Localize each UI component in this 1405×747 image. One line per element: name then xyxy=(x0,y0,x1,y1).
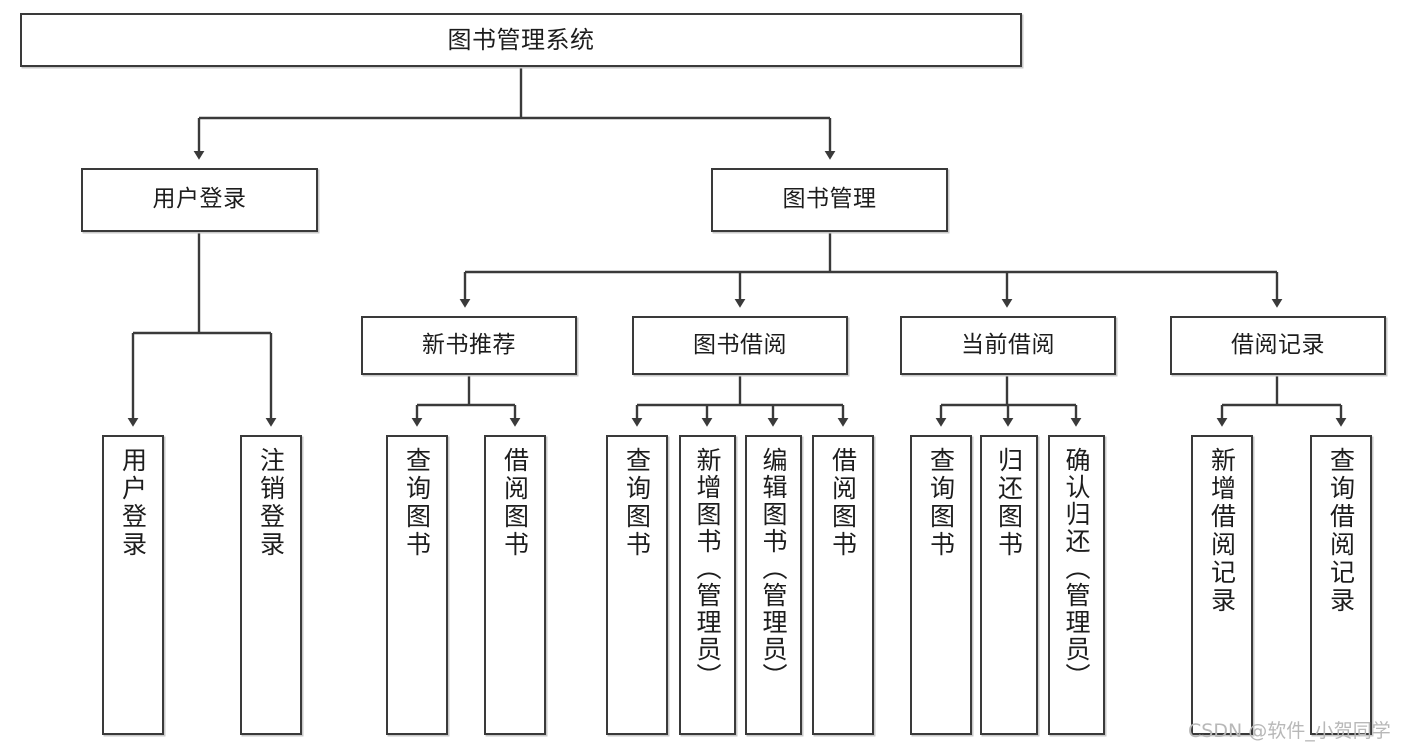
csdn-watermark: CSDN @软件_小贺同学 xyxy=(1188,720,1391,742)
node-new-book-recommend[interactable]: 新书推荐 xyxy=(361,316,577,375)
node-borrow-record-label: 借阅记录 xyxy=(1231,331,1325,358)
leaf-borrow-record-query[interactable]: 查询借阅记录 xyxy=(1310,435,1372,735)
node-borrow-record[interactable]: 借阅记录 xyxy=(1170,316,1386,375)
leaf-borrow-record-add-label: 新增借阅记录 xyxy=(1207,447,1237,615)
leaf-book-borrow-add-label: 新增图书（管理员） xyxy=(693,447,722,690)
leaf-user-login-signout[interactable]: 注销登录 xyxy=(240,435,302,735)
leaf-book-borrow-query-label: 查询图书 xyxy=(622,447,652,559)
node-book-borrow[interactable]: 图书借阅 xyxy=(632,316,848,375)
node-book-borrow-label: 图书借阅 xyxy=(693,331,787,358)
leaf-book-borrow-query[interactable]: 查询图书 xyxy=(606,435,668,735)
leaf-current-borrow-query-label: 查询图书 xyxy=(926,447,956,559)
leaf-user-login-signin[interactable]: 用户登录 xyxy=(102,435,164,735)
node-book-management[interactable]: 图书管理 xyxy=(711,168,948,232)
leaf-book-borrow-borrow[interactable]: 借阅图书 xyxy=(812,435,874,735)
leaf-current-borrow-query[interactable]: 查询图书 xyxy=(910,435,972,735)
leaf-new-book-query[interactable]: 查询图书 xyxy=(386,435,448,735)
node-new-book-recommend-label: 新书推荐 xyxy=(422,331,516,358)
node-user-login-label: 用户登录 xyxy=(152,186,247,213)
leaf-new-book-borrow-label: 借阅图书 xyxy=(500,447,530,559)
leaf-borrow-record-add[interactable]: 新增借阅记录 xyxy=(1191,435,1253,735)
leaf-current-borrow-confirm-label: 确认归还（管理员） xyxy=(1062,447,1091,690)
leaf-user-login-signin-label: 用户登录 xyxy=(118,447,148,559)
node-book-management-label: 图书管理 xyxy=(782,186,877,213)
leaf-current-borrow-return[interactable]: 归还图书 xyxy=(980,435,1038,735)
node-current-borrow[interactable]: 当前借阅 xyxy=(900,316,1116,375)
node-root[interactable]: 图书管理系统 xyxy=(20,13,1022,67)
node-root-label: 图书管理系统 xyxy=(447,25,595,54)
leaf-book-borrow-add[interactable]: 新增图书（管理员） xyxy=(679,435,736,735)
leaf-new-book-borrow[interactable]: 借阅图书 xyxy=(484,435,546,735)
leaf-book-borrow-edit-label: 编辑图书（管理员） xyxy=(759,447,788,690)
node-current-borrow-label: 当前借阅 xyxy=(961,331,1055,358)
leaf-book-borrow-borrow-label: 借阅图书 xyxy=(828,447,858,559)
leaf-new-book-query-label: 查询图书 xyxy=(402,447,432,559)
leaf-current-borrow-confirm[interactable]: 确认归还（管理员） xyxy=(1048,435,1105,735)
node-user-login[interactable]: 用户登录 xyxy=(81,168,318,232)
leaf-user-login-signout-label: 注销登录 xyxy=(256,447,286,559)
leaf-current-borrow-return-label: 归还图书 xyxy=(994,447,1024,559)
leaf-book-borrow-edit[interactable]: 编辑图书（管理员） xyxy=(745,435,802,735)
leaf-borrow-record-query-label: 查询借阅记录 xyxy=(1326,447,1356,615)
